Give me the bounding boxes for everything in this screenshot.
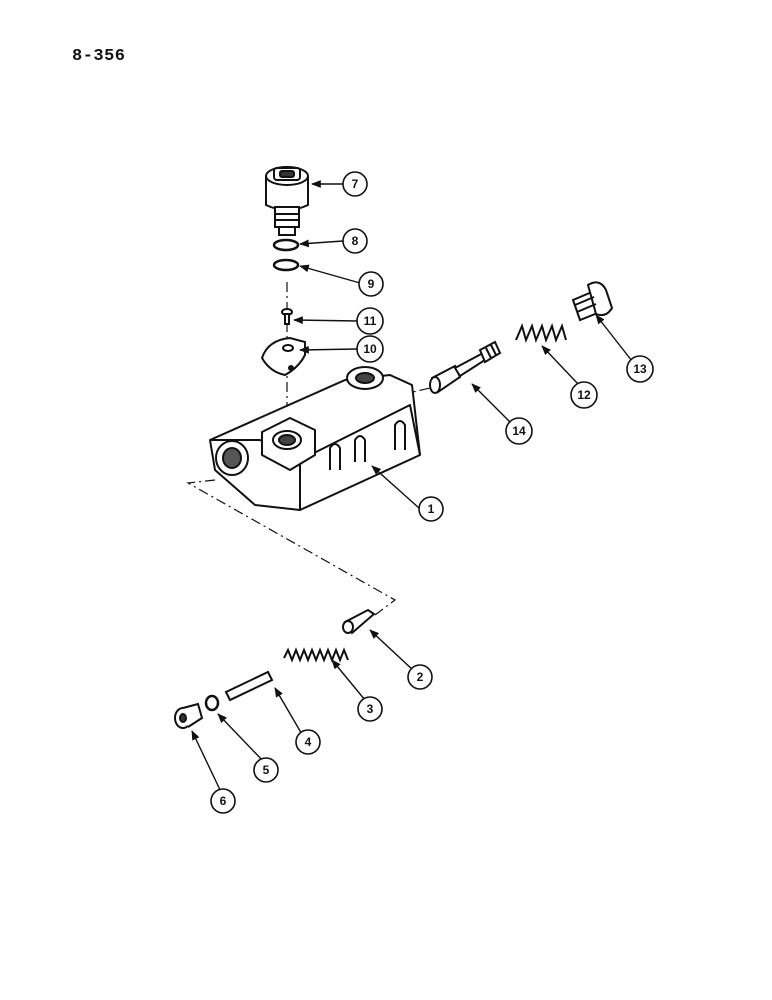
- callout-3: 3: [357, 696, 383, 722]
- page-number: 8-356: [72, 47, 126, 66]
- spool: [429, 340, 502, 394]
- callout-label: 5: [263, 763, 270, 777]
- callout-label: 10: [363, 342, 377, 356]
- callout-label: 12: [577, 388, 591, 402]
- valve-body: [209, 366, 421, 511]
- solenoid-cartridge: [265, 166, 309, 236]
- callout-label: 4: [305, 735, 312, 749]
- callout-label: 7: [352, 177, 359, 191]
- spring-upper: [515, 323, 567, 343]
- plug-lower: [174, 702, 204, 729]
- poppet: [342, 608, 376, 635]
- callout-9: 9: [358, 271, 384, 297]
- callout-10: 10: [356, 335, 384, 363]
- callout-label: 1: [428, 502, 435, 516]
- plug-upper: [571, 281, 614, 322]
- callout-11: 11: [356, 307, 384, 335]
- callout-5: 5: [253, 757, 279, 783]
- leader-lines: [191, 180, 633, 795]
- o-ring-8: [272, 238, 300, 252]
- callout-label: 2: [417, 670, 424, 684]
- callout-label: 6: [220, 794, 227, 808]
- pin: [224, 670, 274, 702]
- callout-13: 13: [626, 355, 654, 383]
- callout-label: 13: [633, 362, 647, 376]
- callout-label: 9: [368, 277, 375, 291]
- callout-label: 8: [352, 234, 359, 248]
- callout-12: 12: [570, 381, 598, 409]
- callout-4: 4: [295, 729, 321, 755]
- spring-lower: [283, 647, 349, 663]
- callout-6: 6: [210, 788, 236, 814]
- o-ring-9: [272, 258, 300, 272]
- screw: [281, 308, 293, 325]
- callout-label: 11: [364, 314, 377, 328]
- callout-1: 1: [418, 496, 444, 522]
- callout-8: 8: [342, 228, 368, 254]
- callout-2: 2: [407, 664, 433, 690]
- callout-label: 3: [367, 702, 374, 716]
- callout-14: 14: [505, 417, 533, 445]
- retaining-plate: [260, 336, 306, 377]
- callout-7: 7: [342, 171, 368, 197]
- washer: [204, 694, 220, 712]
- callout-label: 14: [512, 424, 526, 438]
